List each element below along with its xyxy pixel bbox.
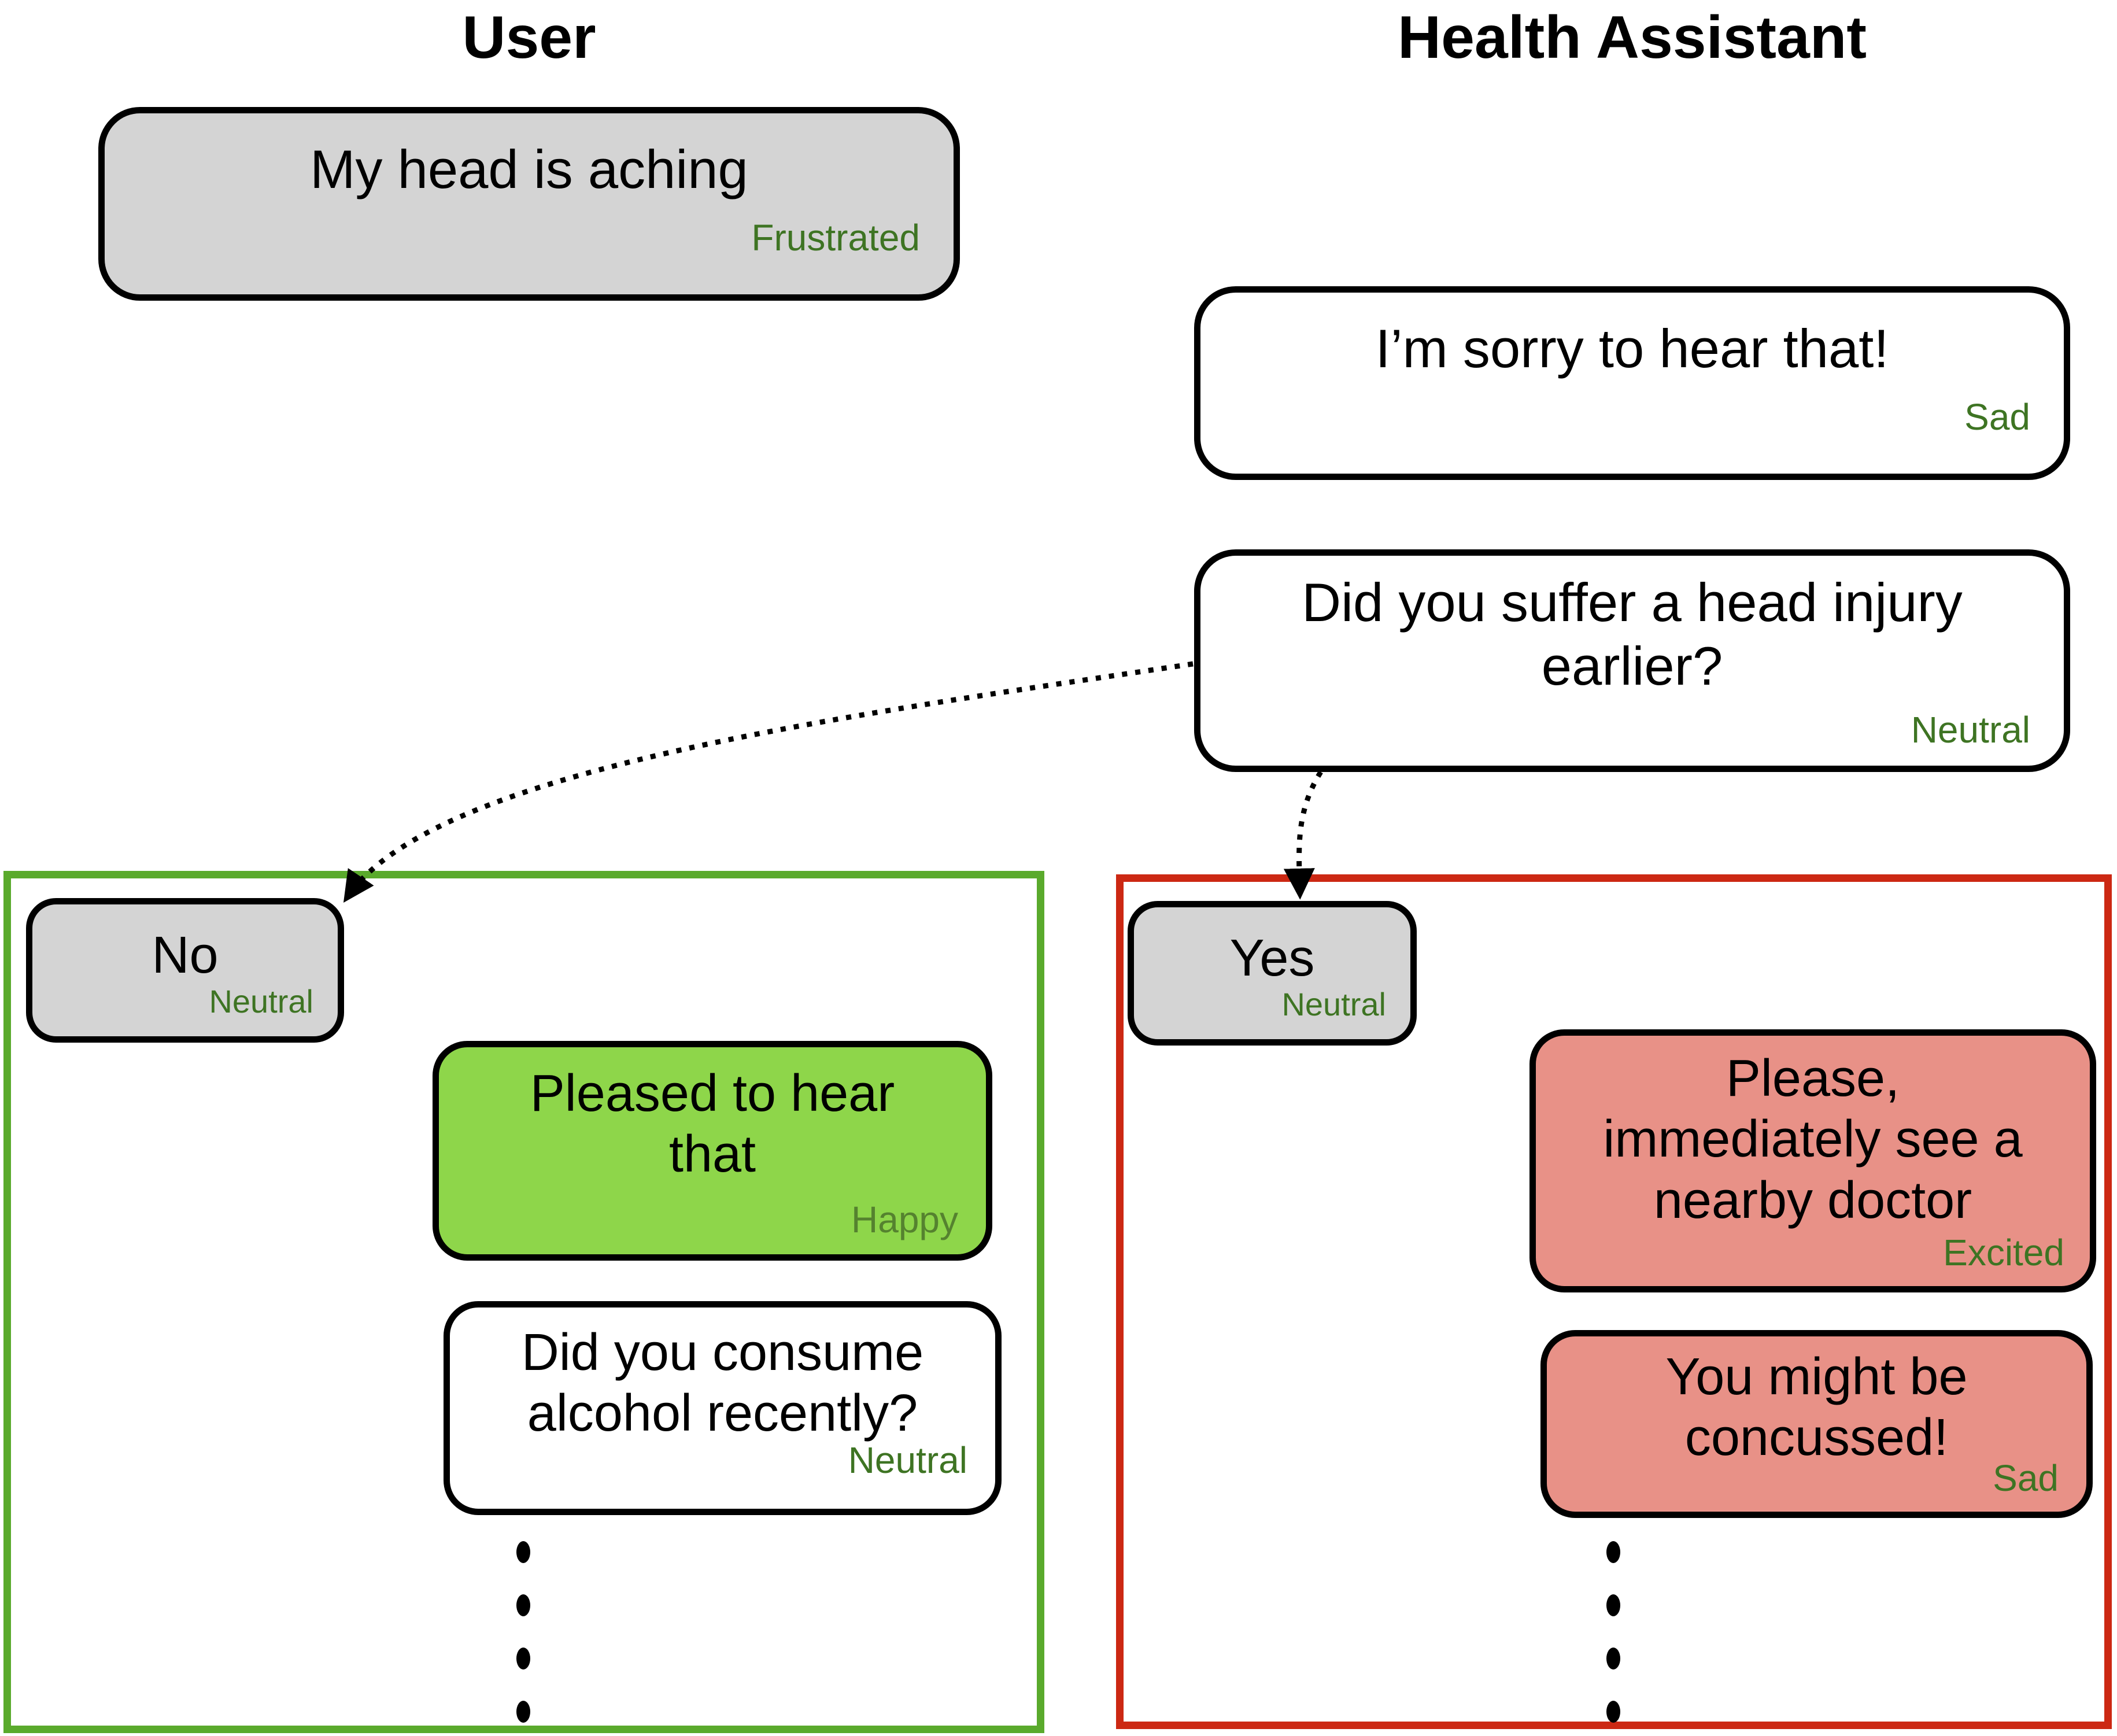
message-text: Please, immediately see a nearby doctor: [1603, 1050, 2023, 1229]
assistant-pleased-bubble: Pleased to hear that Happy: [433, 1041, 992, 1261]
assistant-sorry-bubble: I’m sorry to hear that! Sad: [1194, 286, 2070, 480]
yes-branch-box: [1116, 874, 2112, 1729]
dot: [1606, 1648, 1620, 1669]
user-answer-no-bubble: No Neutral: [26, 898, 344, 1043]
message-text: Yes: [1229, 929, 1315, 987]
dot: [1606, 1541, 1620, 1563]
dot: [516, 1594, 530, 1616]
assistant-alcohol-question-bubble: Did you consume alcohol recently? Neutra…: [444, 1301, 1002, 1515]
dot: [516, 1541, 530, 1563]
message-text: Did you consume alcohol recently?: [521, 1324, 924, 1443]
assistant-column-title: Health Assistant: [1397, 4, 1867, 71]
continuation-dots-right: [1606, 1541, 1620, 1723]
emotion-label: Neutral: [209, 983, 313, 1020]
assistant-concussed-bubble: You might be concussed! Sad: [1540, 1330, 2093, 1518]
continuation-dots-left: [516, 1541, 530, 1723]
emotion-label: Neutral: [1281, 986, 1386, 1022]
message-text: No: [152, 926, 219, 984]
message-text: Did you suffer a head injury earlier?: [1302, 572, 1963, 696]
assistant-injury-question-bubble: Did you suffer a head injury earlier? Ne…: [1194, 549, 2070, 772]
emotion-label: Happy: [851, 1199, 958, 1240]
message-text: I’m sorry to hear that!: [1375, 318, 1889, 379]
message-text: My head is aching: [310, 139, 748, 200]
arrow-question-to-no: [343, 661, 1194, 903]
dot: [516, 1648, 530, 1669]
assistant-see-doctor-bubble: Please, immediately see a nearby doctor …: [1529, 1029, 2096, 1292]
dot: [516, 1701, 530, 1723]
emotion-label: Neutral: [848, 1439, 967, 1481]
emotion-label: Sad: [1964, 396, 2030, 438]
emotion-label: Frustrated: [751, 217, 920, 258]
message-text: You might be concussed!: [1665, 1348, 1968, 1467]
emotion-label: Sad: [1993, 1457, 2059, 1499]
message-text: Pleased to hear that: [530, 1065, 895, 1184]
emotion-label: Excited: [1943, 1232, 2064, 1273]
dot: [1606, 1594, 1620, 1616]
user-message-bubble: My head is aching Frustrated: [98, 107, 960, 301]
emotion-label: Neutral: [1911, 709, 2030, 751]
user-answer-yes-bubble: Yes Neutral: [1128, 901, 1417, 1046]
user-column-title: User: [462, 4, 596, 71]
dot: [1606, 1701, 1620, 1723]
